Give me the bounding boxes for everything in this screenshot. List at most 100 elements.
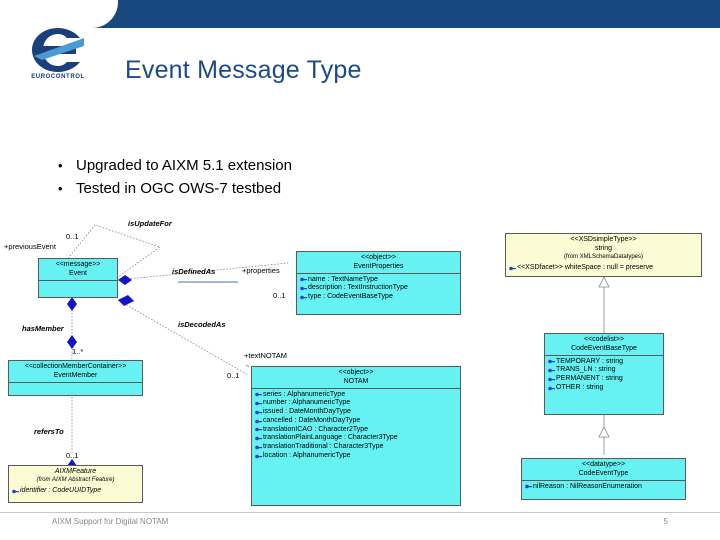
- uml-class-eventproperties-separator: [297, 272, 460, 274]
- uml-class-diagram: <<message>> Event <<collectionMemberCont…: [0, 215, 720, 515]
- mult-textnotam: 0..1: [227, 371, 240, 380]
- uml-class-eventproperties-attributes: name : TextNameType description : TextIn…: [297, 274, 460, 304]
- uml-attribute-text: TRANS_LN : string: [556, 366, 616, 374]
- key-icon: [255, 426, 262, 433]
- uml-attribute-text: OTHER : string: [556, 383, 604, 391]
- bullet-marker-icon: •: [58, 181, 63, 196]
- uml-class-codeeventtype-attributes: nilReason : NilReasonEnumeration: [522, 481, 685, 494]
- uml-attribute-text: type : CodeEventBaseType: [308, 293, 393, 300]
- eurocontrol-logo-text: EUROCONTROL: [31, 74, 85, 80]
- uml-class-codeeventbasetype-name: CodeEventBaseType: [571, 344, 637, 352]
- key-icon: [255, 409, 262, 416]
- uml-attribute-row: PERMANENT : string: [548, 375, 661, 384]
- uml-attribute-row: location : AlphanumericType: [255, 452, 458, 461]
- key-icon: [300, 276, 307, 283]
- key-icon: [255, 391, 262, 398]
- key-icon: [255, 435, 262, 442]
- key-icon: [525, 483, 532, 490]
- uml-attribute-text: location : AlphanumericType: [263, 451, 351, 459]
- assoc-label-refersto: refersTo: [34, 427, 64, 436]
- key-icon: [255, 453, 262, 460]
- uml-attribute-text: translationICAO : Character2Type: [263, 425, 369, 433]
- uml-class-xsd-string-header: <<XSDsimpleType>> string (from XMLSchema…: [506, 234, 701, 262]
- key-icon: [548, 367, 555, 374]
- uml-class-event-attributes: [39, 281, 117, 296]
- assoc-label-isupdatefor: isUpdateFor: [128, 219, 172, 228]
- uml-attribute-row: <<XSDfacet>> whiteSpace : null = preserv…: [509, 264, 699, 273]
- uml-class-aixmfeature-source: (from AIXM Abstract Feature): [36, 476, 115, 483]
- uml-class-codeeventtype[interactable]: <<datatype>> CodeEventType nilReason : N…: [521, 458, 686, 500]
- key-icon: [300, 285, 307, 292]
- uml-class-eventproperties-box[interactable]: <<object>> EventProperties name : TextNa…: [296, 251, 461, 315]
- uml-attribute-text: translationPlainLanguage : Character3Typ…: [263, 434, 398, 442]
- key-icon: [509, 265, 516, 272]
- uml-class-eventmember[interactable]: <<collectionMemberContainer>> EventMembe…: [8, 360, 143, 396]
- uml-attribute-text: PERMANENT : string: [556, 375, 623, 382]
- key-icon: [548, 376, 555, 383]
- uml-class-aixmfeature-stereotype: AIXMFeature: [54, 468, 97, 475]
- uml-class-event-header: <<message>> Event: [39, 259, 117, 280]
- uml-class-xsd-string[interactable]: <<XSDsimpleType>> string (from XMLSchema…: [505, 233, 702, 277]
- uml-attribute-text: name : TextNameType: [308, 275, 378, 283]
- uml-class-codeeventbasetype-stereotype: <<codelist>>: [583, 336, 625, 343]
- role-previousevent: +previousEvent: [4, 242, 56, 251]
- uml-class-eventproperties-name: EventProperties: [353, 262, 404, 270]
- uml-attribute-text: series : AlphanumericType: [263, 390, 346, 398]
- uml-attribute-text: identifier : CodeUUIDType: [20, 487, 102, 495]
- uml-class-codeeventtype-stereotype: <<datatype>>: [581, 461, 626, 468]
- uml-class-aixmfeature-header: AIXMFeature (from AIXM Abstract Feature): [9, 466, 142, 485]
- uml-attribute-text: issued : DateMonthDayType: [263, 408, 351, 415]
- footer-title: AIXM Support for Digital NOTAM: [52, 517, 169, 526]
- header-notch-shape: [0, 0, 118, 28]
- uml-attribute-row: translationICAO : Character2Type: [255, 426, 458, 435]
- uml-attribute-row: type : CodeEventBaseType: [300, 293, 458, 302]
- eurocontrol-logo-icon: [32, 28, 84, 72]
- uml-class-notam-stereotype: <<object>>: [338, 369, 374, 376]
- uml-class-xsd-string-source: (from XMLSchemaDatatypes): [563, 253, 644, 260]
- bullet-text-1: Upgraded to AIXM 5.1 extension: [76, 157, 292, 174]
- uml-class-event[interactable]: <<message>> Event: [38, 258, 118, 298]
- mult-refersto: 0..1: [66, 451, 79, 460]
- uml-attribute-text: TEMPORARY : string: [556, 357, 624, 365]
- uml-class-eventmember-attributes: [9, 383, 142, 396]
- uml-attribute-text: number : AlphanumericType: [263, 399, 351, 407]
- uml-class-codeeventtype-name: CodeEventType: [578, 469, 629, 477]
- key-icon: [548, 358, 555, 365]
- uml-class-codeeventbasetype[interactable]: <<codelist>> CodeEventBaseType TEMPORARY…: [544, 333, 664, 415]
- mult-hasmember: 1..*: [72, 347, 84, 356]
- uml-class-eventproperties-header: <<object>> EventProperties: [297, 252, 460, 273]
- uml-attribute-row: description : TextInstructionType: [300, 284, 458, 293]
- eurocontrol-logo: EUROCONTROL: [22, 24, 94, 86]
- uml-attribute-row: cancelled : DateMonthDayType: [255, 417, 458, 426]
- key-icon: [548, 385, 555, 392]
- assoc-label-isdecodedas: isDecodedAs: [178, 320, 226, 329]
- assoc-label-isdefinedas: isDefinedAs: [172, 267, 216, 276]
- assoc-label-hasmember: hasMember: [22, 324, 64, 333]
- bullet-marker-icon: •: [58, 158, 63, 173]
- uml-class-aixmfeature[interactable]: AIXMFeature (from AIXM Abstract Feature)…: [8, 465, 143, 503]
- uml-class-notam[interactable]: <<object>> NOTAM series : AlphanumericTy…: [251, 366, 461, 506]
- uml-class-eventmember-separator: [9, 381, 142, 383]
- uml-class-eventmember-stereotype: <<collectionMemberContainer>>: [24, 363, 127, 370]
- uml-class-codeeventbasetype-separator: [545, 354, 663, 356]
- uml-attribute-row: TEMPORARY : string: [548, 358, 661, 367]
- uml-class-event-separator: [39, 279, 117, 281]
- uml-attribute-row: name : TextNameType: [300, 276, 458, 285]
- role-properties: +properties: [242, 266, 280, 275]
- mult-previousevent: 0..1: [66, 232, 79, 241]
- uml-attribute-row: identifier : CodeUUIDType: [12, 487, 140, 496]
- key-icon: [255, 444, 262, 451]
- uml-class-notam-header: <<object>> NOTAM: [252, 367, 460, 388]
- uml-attribute-text: cancelled : DateMonthDayType: [263, 416, 361, 424]
- bullet-list: • Upgraded to AIXM 5.1 extension • Teste…: [58, 157, 658, 203]
- uml-class-codeeventbasetype-header: <<codelist>> CodeEventBaseType: [545, 334, 663, 355]
- uml-class-notam-name: NOTAM: [343, 377, 369, 385]
- uml-attribute-row: number : AlphanumericType: [255, 399, 458, 408]
- uml-class-eventmember-header: <<collectionMemberContainer>> EventMembe…: [9, 361, 142, 382]
- uml-attribute-row: nilReason : NilReasonEnumeration: [525, 483, 683, 492]
- bullet-item-1: • Upgraded to AIXM 5.1 extension: [58, 157, 658, 174]
- page-title: Event Message Type: [125, 56, 362, 84]
- uml-class-codeeventtype-separator: [522, 479, 685, 481]
- uml-attribute-text: translationTraditional : Character3Type: [263, 443, 384, 450]
- uml-class-xsd-string-name: string: [594, 244, 613, 252]
